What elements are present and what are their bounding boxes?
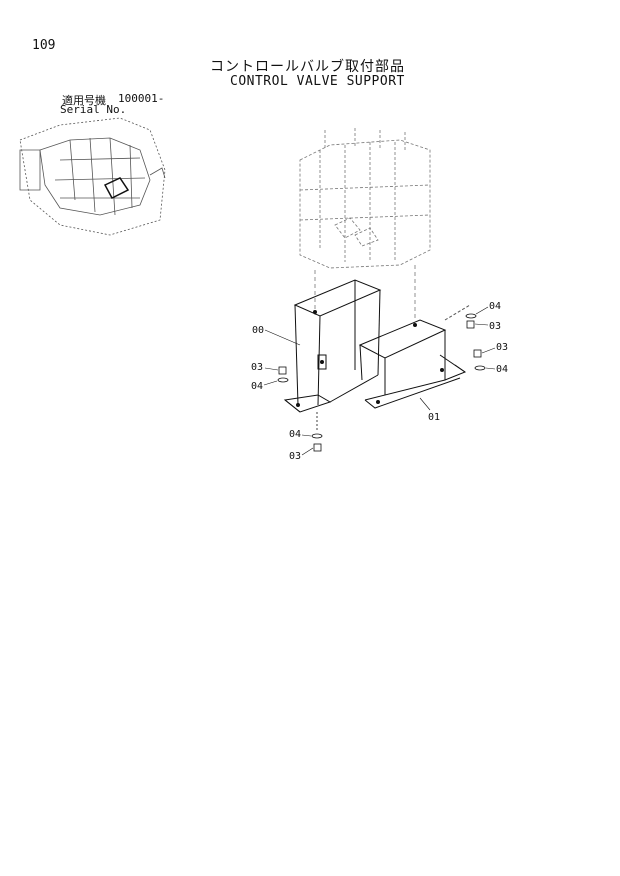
control-valve-phantom (299, 128, 431, 320)
callout-03-right: 03 (496, 342, 508, 353)
leader-lines (263, 306, 496, 456)
callout-00: 00 (252, 325, 264, 336)
callout-03-bottom: 03 (289, 451, 301, 462)
bolt-washer-top-right (465, 313, 477, 329)
callout-03-left: 03 (251, 362, 263, 373)
callout-04-bottom: 04 (289, 429, 301, 440)
callout-04-left: 04 (251, 381, 263, 392)
right-bracket-part-01 (358, 304, 471, 409)
page-number: 109 (32, 38, 56, 53)
left-bracket-part-00 (283, 279, 382, 413)
callout-03-top-right: 03 (489, 321, 501, 332)
callout-01: 01 (428, 412, 440, 423)
callout-04-right: 04 (496, 364, 508, 375)
serial-label-japanese: 適用号機 (62, 94, 106, 107)
bolt-washer-left (277, 366, 289, 383)
page-title-japanese: コントロールバルブ取付部品 (210, 59, 405, 75)
serial-range: 100001- (118, 92, 165, 105)
bolt-washer-bottom (311, 412, 323, 452)
page-title: CONTROL VALVE SUPPORT (230, 74, 405, 89)
machine-overview-illustration (19, 117, 166, 236)
serial-label: Serial No. (60, 103, 127, 116)
bolt-washer-right (473, 349, 486, 371)
callout-04-top-right: 04 (489, 301, 501, 312)
